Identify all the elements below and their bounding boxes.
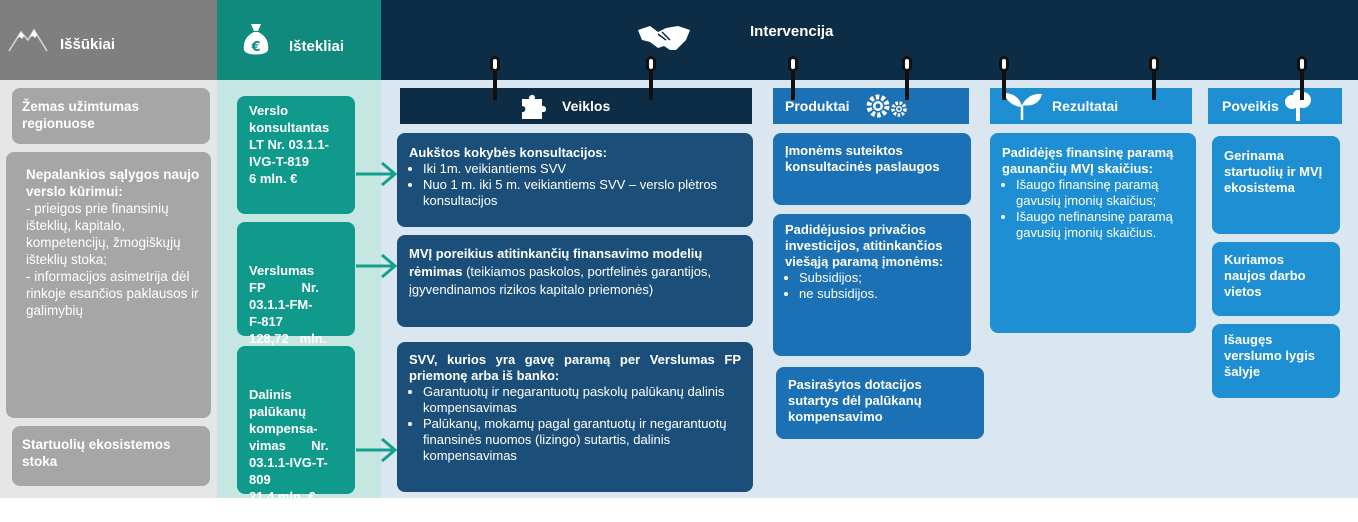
money-bag-icon: € xyxy=(243,24,269,55)
challenge-conditions-item: - informacijos asimetrija dėl rinkoje es… xyxy=(26,269,199,318)
ring-stem xyxy=(905,64,909,100)
result-financial-support: Padidėjęs finansinę paramą gaunančių MVĮ… xyxy=(990,133,1196,333)
list-item: Išaugo nefinansinę paramą gavusių įmonių… xyxy=(1016,209,1184,241)
activity-consultations-title: Aukštos kokybės konsultacijos: xyxy=(409,145,607,160)
arrow-icon xyxy=(356,437,398,463)
ring-stem xyxy=(1152,64,1156,100)
impact-title: Poveikis xyxy=(1222,98,1279,114)
ring-icon xyxy=(1297,56,1307,72)
ring-icon xyxy=(788,56,798,72)
mountain-icon xyxy=(8,28,48,52)
product-grant-contracts: Pasirašytos dotacijos sutartys dėl palūk… xyxy=(776,367,984,439)
challenges-title: Iššūkiai xyxy=(60,36,116,53)
list-item: ne subsidijos. xyxy=(799,286,959,302)
sprout-icon xyxy=(1004,93,1042,120)
ring-stem xyxy=(1002,64,1006,100)
ring-icon xyxy=(999,56,1009,72)
challenge-conditions-item: - prieigos prie finansinių išteklių, kap… xyxy=(26,201,181,267)
ring-stem xyxy=(649,64,653,100)
challenges-header xyxy=(0,0,217,80)
ring-stem xyxy=(791,64,795,100)
list-item: Išaugo finansinę paramą gavusių įmonių s… xyxy=(1016,177,1184,209)
gears-icon xyxy=(866,94,907,118)
tree-icon xyxy=(1284,90,1311,121)
puzzle-icon xyxy=(522,94,547,119)
results-title: Rezultatai xyxy=(1052,98,1119,114)
ring-stem xyxy=(493,64,497,100)
arrow-icon xyxy=(356,253,398,279)
activity-interest-compensation: SVV, kurios yra gavę paramą per Versluma… xyxy=(397,342,753,492)
footer-strip xyxy=(0,498,1358,506)
list-item: Nuo 1 m. iki 5 m. veikiantiems SVV – ver… xyxy=(423,177,741,209)
activity-financing-desc: (teikiamos paskolos, portfelinės garanti… xyxy=(409,264,712,297)
activities-title-bar: Veiklos xyxy=(400,88,752,124)
activity-financing-title: MVĮ poreikius atitinkančių finansavimo m… xyxy=(409,246,703,279)
results-title-bar: Rezultatai xyxy=(990,88,1192,124)
challenge-low-employment: Žemas užimtumas regionuose xyxy=(12,88,210,144)
resources-title: Ištekliai xyxy=(289,38,345,55)
handshake-icon xyxy=(638,26,690,50)
product-private-investment: Padidėjusios privačios investicijos, ati… xyxy=(773,214,971,356)
activity-interest-title: SVV, kurios yra gavę paramą per Versluma… xyxy=(409,352,741,383)
arrow-icon xyxy=(356,161,398,187)
product-investment-title: Padidėjusios privačios investicijos, ati… xyxy=(785,222,944,269)
ring-icon xyxy=(490,56,500,72)
impact-entrepreneurship-level: Išaugęs verslumo lygis šalyje xyxy=(1212,324,1340,398)
ring-icon xyxy=(902,56,912,72)
intervention-header xyxy=(381,0,1358,80)
list-item: Iki 1m. veikiantiems SVV xyxy=(423,161,741,177)
ring-icon xyxy=(646,56,656,72)
list-item: Subsidijos; xyxy=(799,270,959,286)
challenge-startup-ecosystem: Startuolių ekosistemos stoka xyxy=(12,426,210,486)
activity-financing-models: MVĮ poreikius atitinkančių finansavimo m… xyxy=(397,235,753,327)
challenge-conditions-title: Nepalankios sąlygos naujo verslo kūrimui… xyxy=(26,167,200,199)
impact-ecosystem: Gerinama startuolių ir MVĮ ekosistema xyxy=(1212,136,1340,234)
product-consulting-services: Įmonėms suteiktos konsultacinės paslaugo… xyxy=(773,133,971,205)
activity-consultations: Aukštos kokybės konsultacijos: Iki 1m. v… xyxy=(397,133,753,227)
activities-title: Veiklos xyxy=(562,98,611,114)
svg-text:€: € xyxy=(250,40,260,55)
challenge-unfavorable-conditions: Nepalankios sąlygos naujo verslo kūrimui… xyxy=(6,152,211,418)
products-title: Produktai xyxy=(785,98,850,114)
impact-new-jobs: Kuriamos naujos darbo vietos xyxy=(1212,242,1340,316)
ring-icon xyxy=(1149,56,1159,72)
impact-title-bar: Poveikis xyxy=(1208,88,1342,124)
list-item: Garantuotų ir negarantuotų paskolų palūk… xyxy=(423,384,741,416)
ring-stem xyxy=(1300,64,1304,100)
intervention-title: Intervencija xyxy=(750,23,834,40)
resources-header xyxy=(217,0,381,80)
list-item: Palūkanų, mokamų pagal garantuotų ir neg… xyxy=(423,416,741,464)
result-title: Padidėjęs finansinę paramą gaunančių MVĮ… xyxy=(1002,145,1174,176)
products-title-bar: Produktai xyxy=(773,88,969,124)
